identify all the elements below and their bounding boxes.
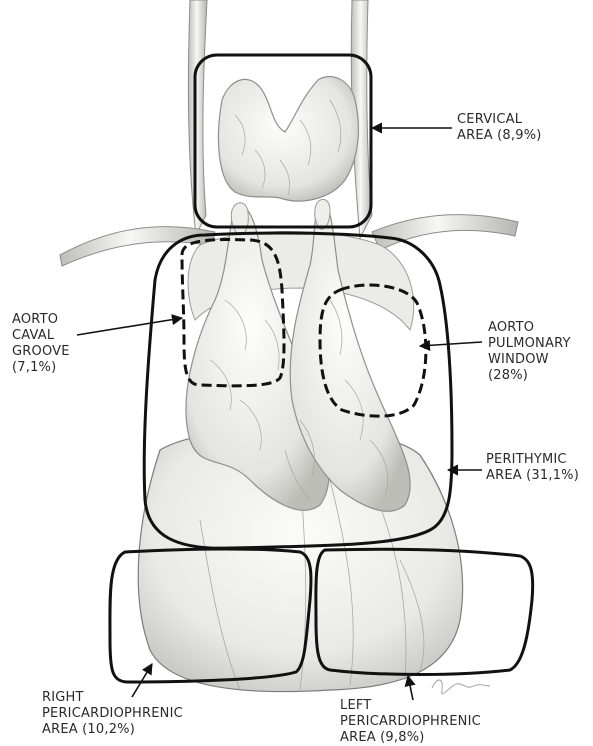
right-pericardiophrenic-line-2: PERICARDIOPHRENIC [42,706,183,722]
aorto-pulmonary-line-4: (28%) [488,368,571,384]
artist-signature [432,680,490,694]
aorto-pulmonary-line-1: AORTO [488,320,571,336]
left-pericardiophrenic-line-1: LEFT [340,698,481,714]
thyroid-illustration [218,77,358,201]
left-carotid-vessel [188,0,207,235]
aorto-pulmonary-window-label: AORTO PULMONARY WINDOW (28%) [488,320,571,384]
aorto-caval-line-3: GROOVE [12,344,70,360]
left-pericardiophrenic-leader [408,676,413,700]
cervical-area-label: CERVICAL AREA (8,9%) [457,112,542,144]
aorto-caval-line-4: (7,1%) [12,360,70,376]
right-pericardiophrenic-area-label: RIGHT PERICARDIOPHRENIC AREA (10,2%) [42,690,183,738]
left-pericardiophrenic-line-3: AREA (9,8%) [340,730,481,746]
left-pericardiophrenic-area-label: LEFT PERICARDIOPHRENIC AREA (9,8%) [340,698,481,746]
right-pericardiophrenic-line-3: AREA (10,2%) [42,722,183,738]
cervical-line-2: AREA (8,9%) [457,128,542,144]
aorto-pulmonary-line-3: WINDOW [488,352,571,368]
perithymic-line-1: PERITHYMIC [486,452,579,468]
aorto-pulmonary-leader [420,342,482,346]
aorto-caval-groove-label: AORTO CAVAL GROOVE (7,1%) [12,312,70,376]
right-pericardiophrenic-line-1: RIGHT [42,690,183,706]
aorto-caval-line-1: AORTO [12,312,70,328]
aorto-pulmonary-line-2: PULMONARY [488,336,571,352]
perithymic-area-label: PERITHYMIC AREA (31,1%) [486,452,579,484]
aorto-caval-leader [77,318,182,335]
perithymic-line-2: AREA (31,1%) [486,468,579,484]
right-subclavian-vessel [372,215,518,250]
left-pericardiophrenic-line-2: PERICARDIOPHRENIC [340,714,481,730]
cervical-line-1: CERVICAL [457,112,542,128]
aorto-caval-line-2: CAVAL [12,328,70,344]
